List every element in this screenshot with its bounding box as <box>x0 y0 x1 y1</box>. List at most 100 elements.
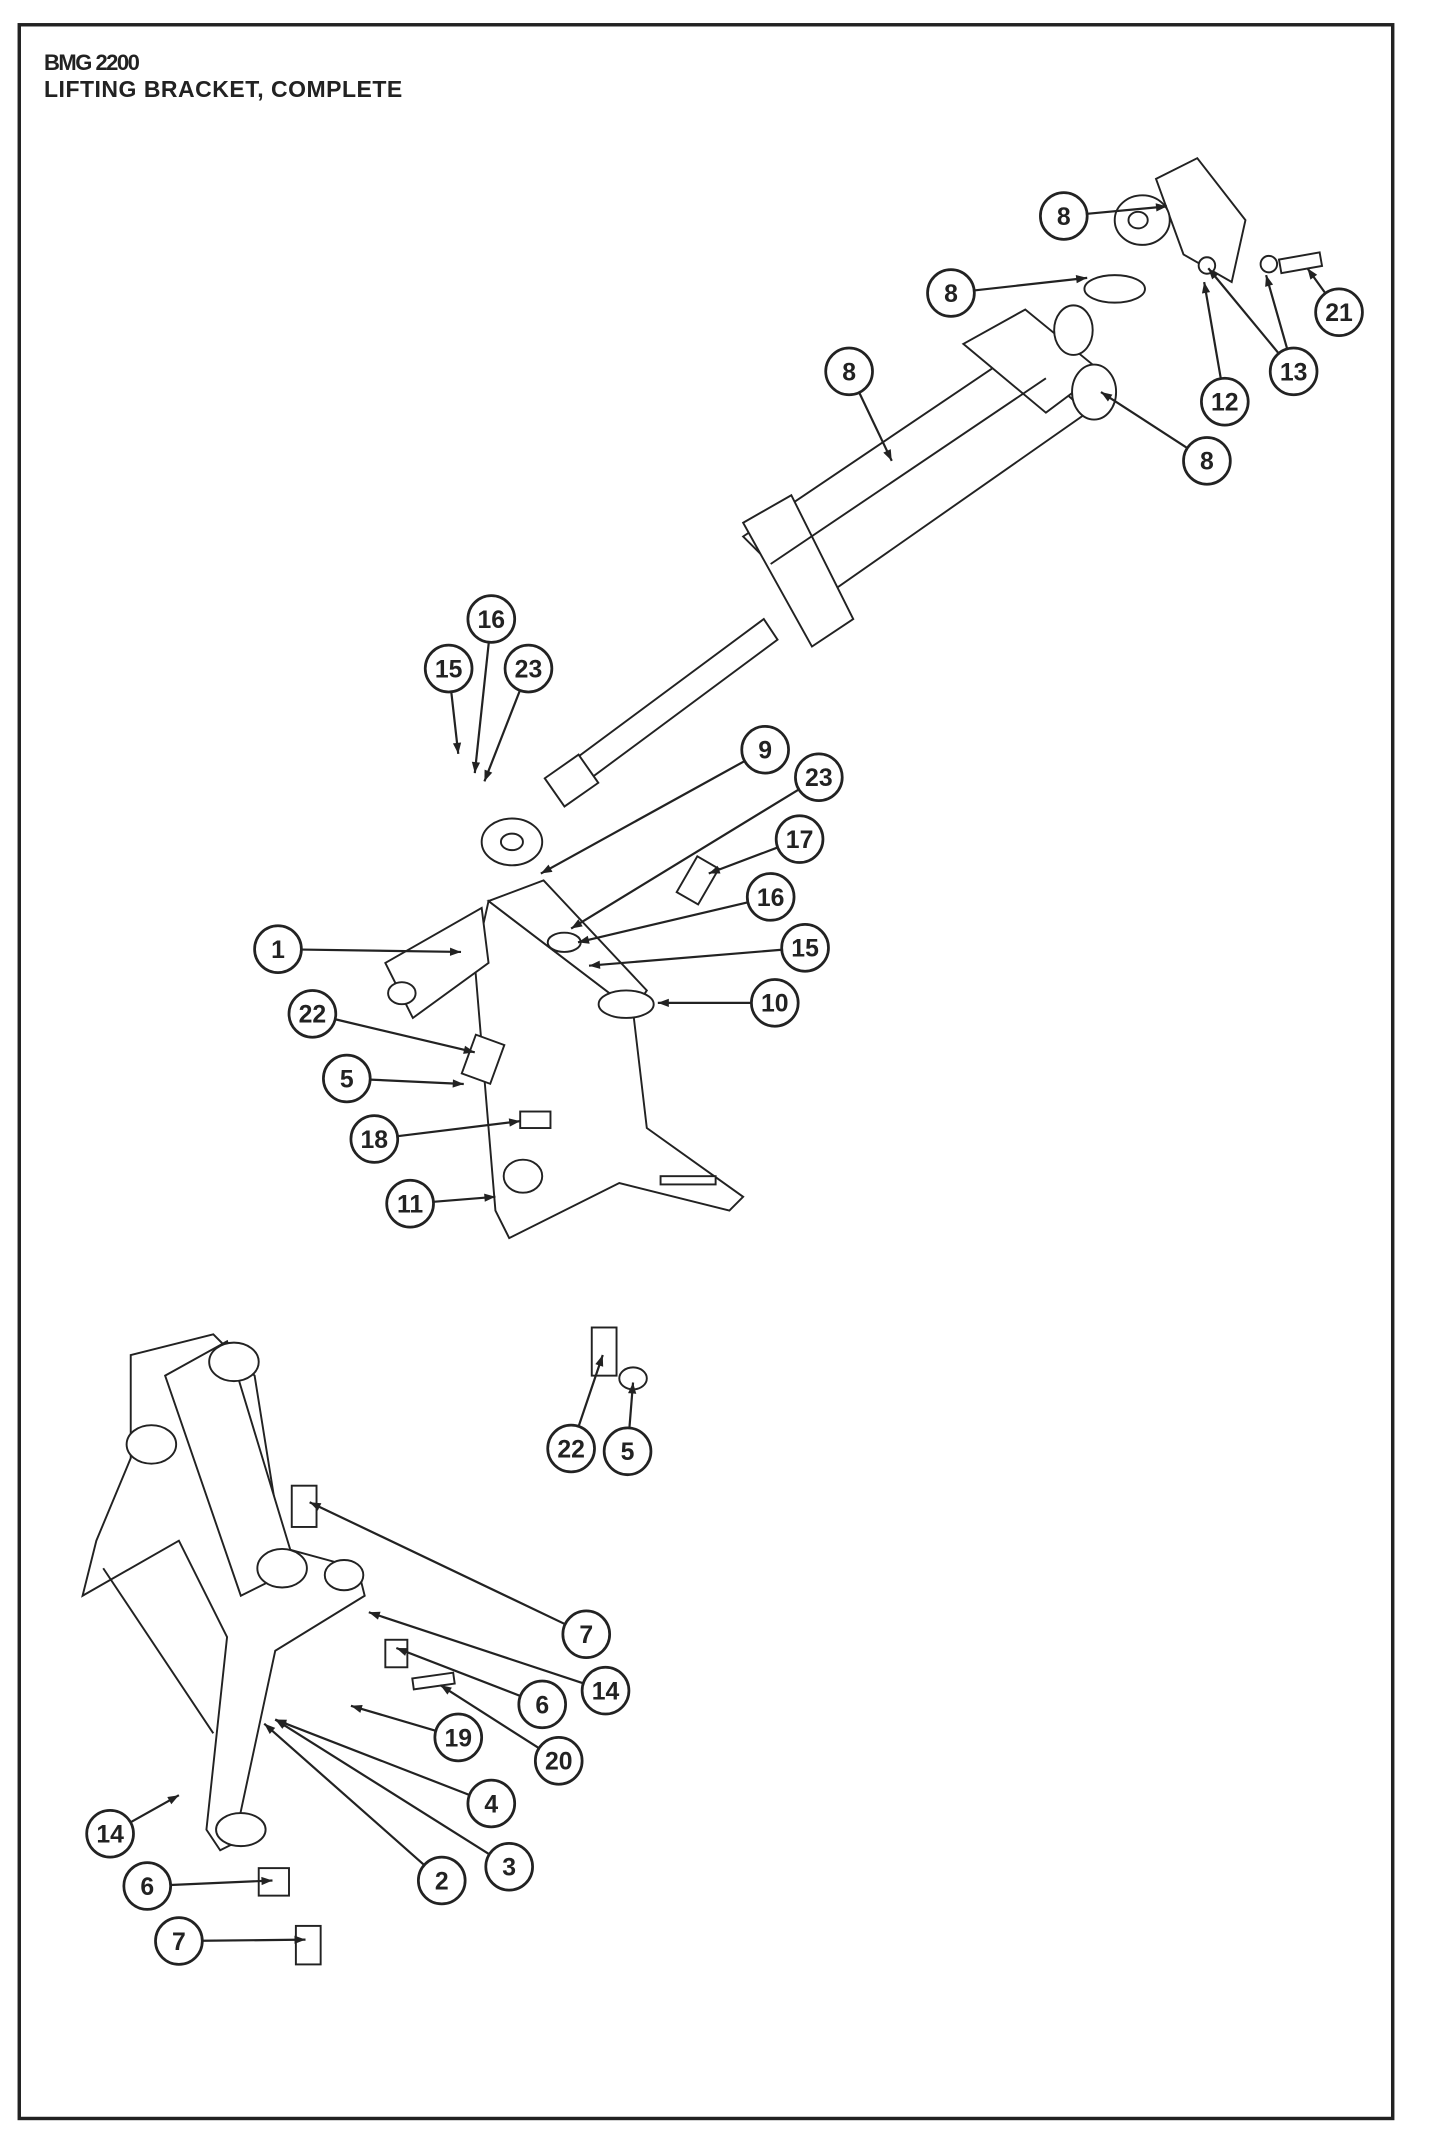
leader-line <box>395 1646 521 1698</box>
leader-line <box>858 392 893 462</box>
callout-bubble <box>423 643 474 694</box>
callout-number: 2 <box>435 1868 449 1895</box>
callout-bubble <box>740 724 790 775</box>
leader-line <box>974 276 1088 292</box>
callout-bubble <box>580 1665 631 1716</box>
leader-line <box>588 948 782 967</box>
callout-number: 12 <box>1211 390 1239 417</box>
callout-bubble <box>794 752 844 802</box>
leader-line <box>274 1718 490 1856</box>
callout-1: 1 <box>253 924 462 974</box>
callout-number: 8 <box>842 359 856 386</box>
callout-number: 17 <box>786 827 814 854</box>
callout-number: 23 <box>805 765 833 792</box>
callout-number: 10 <box>761 991 789 1018</box>
arrowhead <box>309 1502 322 1511</box>
callout-8: 8 <box>1100 391 1232 486</box>
arrowhead <box>440 1685 452 1695</box>
diagram-title: LIFTING BRACKET, COMPLETE <box>44 76 403 102</box>
leader-line <box>350 1704 437 1732</box>
callout-11: 11 <box>385 1178 496 1229</box>
arrowhead <box>595 1355 604 1367</box>
arrowhead <box>1155 203 1168 212</box>
callout-bubble <box>774 814 825 864</box>
leader-line <box>334 1018 476 1054</box>
callout-bubble <box>484 1841 534 1892</box>
callout-5: 5 <box>602 1382 653 1477</box>
callout-number: 4 <box>484 1791 498 1818</box>
leader-line <box>1100 391 1188 450</box>
callout-bubble <box>385 1178 435 1229</box>
callout-8: 8 <box>1039 191 1168 241</box>
leader-line <box>370 1078 464 1086</box>
arrowhead <box>471 761 481 774</box>
callout-5: 5 <box>322 1053 464 1104</box>
callout-3: 3 <box>274 1718 534 1892</box>
arrowhead <box>1100 392 1113 402</box>
leader-line <box>397 1120 521 1138</box>
callout-number: 21 <box>1325 300 1353 327</box>
callout-number: 22 <box>557 1436 585 1463</box>
callout-bubble <box>533 1736 584 1786</box>
callout-number: 8 <box>1200 449 1214 476</box>
callout-bubble <box>1039 191 1089 241</box>
callout-bubble <box>154 1916 204 1966</box>
callout-bubble <box>1314 287 1364 338</box>
callout-number: 15 <box>435 656 463 683</box>
callout-16: 16 <box>577 872 796 944</box>
arrowhead <box>484 1193 496 1202</box>
arrowhead <box>883 449 892 461</box>
callout-22: 22 <box>287 989 476 1054</box>
leader-line <box>202 1938 306 1942</box>
model-number: BMG 2200 <box>44 50 140 75</box>
callout-bubble <box>85 1808 135 1859</box>
callout-18: 18 <box>349 1114 521 1164</box>
arrowhead <box>1075 274 1088 284</box>
part-drawings <box>81 156 1324 1966</box>
callout-bubble <box>349 1114 400 1164</box>
callout-number: 22 <box>299 1002 327 1029</box>
callout-bubble <box>416 1855 467 1906</box>
callout-number: 8 <box>944 281 958 308</box>
callout-bubble <box>1200 376 1250 427</box>
callout-bubble <box>253 924 303 974</box>
leader-line <box>170 1879 273 1887</box>
callout-number: 18 <box>361 1127 389 1154</box>
leader-line <box>577 1354 604 1427</box>
callout-number: 14 <box>96 1822 124 1849</box>
callout-9: 9 <box>540 724 790 875</box>
callout-number: 23 <box>515 656 543 683</box>
callout-number: 9 <box>758 738 772 765</box>
callout-23: 23 <box>570 752 844 930</box>
callout-number: 6 <box>140 1874 154 1901</box>
arrowhead <box>463 1045 475 1054</box>
callout-number: 19 <box>445 1725 473 1752</box>
arrowhead <box>628 1382 637 1394</box>
callout-number: 16 <box>478 607 506 634</box>
arrowhead <box>484 769 493 782</box>
arrowhead <box>571 919 583 929</box>
arrowhead <box>396 1648 409 1656</box>
callout-bubble <box>602 1426 653 1477</box>
callout-bubble <box>122 1861 173 1911</box>
callout-number: 16 <box>757 885 785 912</box>
callout-bubble <box>561 1609 612 1660</box>
callout-bubble <box>466 594 517 644</box>
callout-8: 8 <box>926 268 1088 318</box>
leader-line <box>439 1684 540 1750</box>
callout-4: 4 <box>274 1718 517 1829</box>
callout-bubble <box>780 923 830 973</box>
arrowhead <box>167 1795 179 1805</box>
callout-number: 13 <box>1280 359 1308 386</box>
arrowhead <box>708 865 721 874</box>
leader-line <box>368 1611 584 1685</box>
arrowhead <box>368 1611 381 1620</box>
callout-7: 7 <box>154 1916 306 1966</box>
callout-19: 19 <box>350 1704 484 1763</box>
callout-number: 7 <box>172 1929 186 1956</box>
callout-number: 6 <box>535 1692 549 1719</box>
hydraulic-cylinder <box>480 304 1118 867</box>
arrowhead <box>452 742 462 754</box>
